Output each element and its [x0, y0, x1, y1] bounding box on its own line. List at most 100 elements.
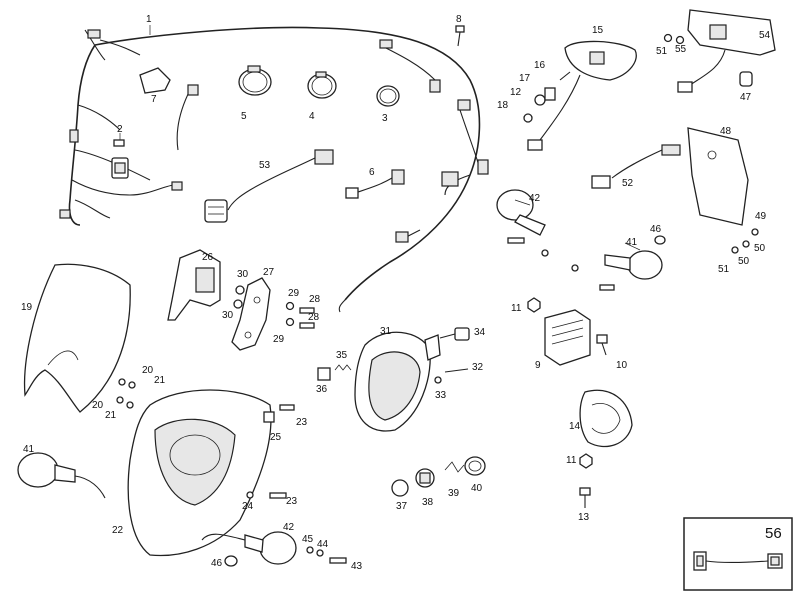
callout-29-b: 29	[273, 334, 285, 345]
callout-21-a: 21	[154, 375, 166, 386]
callout-7: 7	[151, 94, 157, 105]
callout-28-b: 28	[308, 312, 320, 323]
callout-47: 47	[740, 92, 752, 103]
headlight-unit	[354, 331, 441, 432]
callout-3: 3	[382, 113, 388, 124]
bracket-26	[167, 249, 221, 321]
screw-top	[455, 25, 465, 47]
bolt-32	[444, 368, 469, 373]
callout-32: 32	[472, 362, 484, 373]
callout-14: 14	[569, 421, 581, 432]
callout-46-right: 46	[650, 224, 662, 235]
callout-42-upper: 42	[529, 193, 541, 204]
callout-11-upper: 11	[511, 303, 522, 314]
hose-clamp-small	[376, 85, 400, 107]
callout-20-b: 20	[92, 400, 104, 411]
callout-11-lower: 11	[566, 455, 577, 466]
front-cowl	[23, 263, 131, 413]
callout-48: 48	[720, 126, 732, 137]
callout-20-a: 20	[142, 365, 154, 376]
tail-light	[677, 9, 776, 93]
ring-40	[464, 456, 486, 476]
relay-connector	[111, 139, 129, 179]
callout-55: 55	[675, 44, 687, 55]
spring-35	[334, 364, 352, 371]
callout-23-b: 23	[286, 496, 298, 507]
callout-24: 24	[242, 501, 254, 512]
turn-signal-rear-41	[604, 250, 663, 280]
callout-19: 19	[21, 302, 33, 313]
washer-33	[434, 376, 442, 384]
callout-17: 17	[519, 73, 531, 84]
callout-51-top: 51	[656, 46, 668, 57]
bracket-27	[231, 277, 271, 351]
callout-30-b: 30	[222, 310, 234, 321]
bolt-10	[596, 334, 608, 356]
headlamp-body	[127, 389, 272, 557]
callout-41-right: 41	[626, 237, 638, 248]
nut-11-upper	[527, 297, 541, 313]
inset-label: 56	[765, 525, 782, 542]
fasteners-12-18	[523, 71, 571, 123]
callout-44: 44	[317, 539, 329, 550]
callout-12: 12	[510, 87, 522, 98]
callout-25: 25	[270, 432, 282, 443]
callout-10: 10	[616, 360, 628, 371]
callout-49: 49	[755, 211, 767, 222]
fasteners-49-51	[731, 228, 759, 254]
callout-15: 15	[592, 25, 604, 36]
callout-labels: 1 2 3 4 5 6 7 8 9 10 11 11 12 13 14 15 1…	[21, 14, 771, 572]
callout-50-b: 50	[738, 256, 750, 267]
rubber-cap	[139, 67, 171, 94]
callout-27: 27	[263, 267, 275, 278]
callout-39: 39	[448, 488, 460, 499]
callout-33: 33	[435, 390, 447, 401]
callout-13: 13	[578, 512, 590, 523]
callout-29-a: 29	[288, 288, 300, 299]
cable-harness-53	[204, 149, 334, 223]
bulb-47	[739, 71, 753, 87]
cable-harness-52	[591, 144, 681, 189]
horn	[579, 389, 633, 448]
fasteners-51-55	[663, 33, 685, 45]
callout-9: 9	[535, 360, 541, 371]
callout-52: 52	[622, 178, 634, 189]
callout-22: 22	[112, 525, 124, 536]
callout-31: 31	[380, 326, 392, 337]
fasteners-right-mid	[507, 235, 666, 291]
callout-45: 45	[302, 534, 314, 545]
inset-panel: 56	[683, 517, 793, 591]
turn-signal-front-right	[201, 531, 297, 565]
callout-34: 34	[474, 327, 486, 338]
callout-28-a: 28	[309, 294, 321, 305]
callout-2: 2	[117, 124, 123, 135]
callout-16: 16	[534, 60, 546, 71]
callout-53: 53	[259, 160, 271, 171]
fasteners-group-left	[116, 285, 315, 499]
callout-26: 26	[202, 252, 214, 263]
callout-51-right: 51	[718, 264, 730, 275]
small-harness	[345, 169, 405, 199]
callout-23-a: 23	[296, 417, 308, 428]
turn-signal-rear-42	[496, 189, 546, 236]
fasteners-43-45	[306, 546, 347, 564]
callout-38: 38	[422, 497, 434, 508]
main-wiring-harness	[59, 26, 489, 313]
clip-36	[317, 367, 331, 381]
callout-6: 6	[369, 167, 375, 178]
callout-21-b: 21	[105, 410, 117, 421]
hose-clamp-medium	[307, 71, 337, 99]
small-bulb-46	[224, 555, 238, 567]
callout-1: 1	[146, 14, 152, 25]
callout-43: 43	[351, 561, 363, 572]
callout-4: 4	[309, 111, 315, 122]
callout-30-a: 30	[237, 269, 249, 280]
callout-46-lower: 46	[211, 558, 223, 569]
voltage-regulator	[544, 309, 591, 366]
callout-40: 40	[471, 483, 483, 494]
bolt-13	[579, 487, 591, 508]
bulb-37	[391, 479, 409, 497]
bulb-socket-34	[439, 327, 470, 341]
callout-18: 18	[497, 100, 509, 111]
